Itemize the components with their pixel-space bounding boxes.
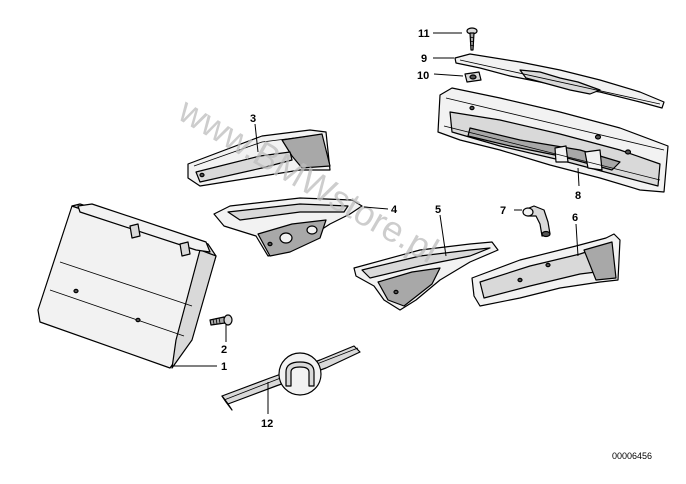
callout-10: 10 xyxy=(417,70,429,82)
part-2-screw xyxy=(209,314,233,326)
callout-11: 11 xyxy=(418,28,430,40)
part-5-side-member xyxy=(353,241,499,311)
callout-3: 3 xyxy=(250,113,256,125)
callout-4: 4 xyxy=(391,204,398,216)
callout-1: 1 xyxy=(221,361,227,373)
part-4-gusset xyxy=(213,197,363,257)
part-1-panel xyxy=(37,203,217,369)
callout-9: 9 xyxy=(421,53,427,65)
part-9-rail xyxy=(454,53,665,109)
part-8-cowl-panel xyxy=(437,87,669,193)
callout-12: 12 xyxy=(261,418,273,430)
image-code: 00006456 xyxy=(612,451,652,461)
part-6-reinforcement xyxy=(471,233,621,307)
callout-7: 7 xyxy=(500,205,506,217)
callouts: 11 9 10 3 8 4 5 7 6 2 1 12 xyxy=(221,28,581,430)
callout-5: 5 xyxy=(435,204,441,216)
part-3-bracket xyxy=(187,129,331,187)
callout-2: 2 xyxy=(221,344,227,356)
callout-8: 8 xyxy=(575,190,581,202)
part-12-strip xyxy=(221,345,361,411)
part-11-screw xyxy=(466,27,478,51)
leader-lines xyxy=(174,32,580,414)
part-7-elbow xyxy=(522,205,551,238)
callout-6: 6 xyxy=(572,212,578,224)
part-10-clip xyxy=(464,71,482,83)
